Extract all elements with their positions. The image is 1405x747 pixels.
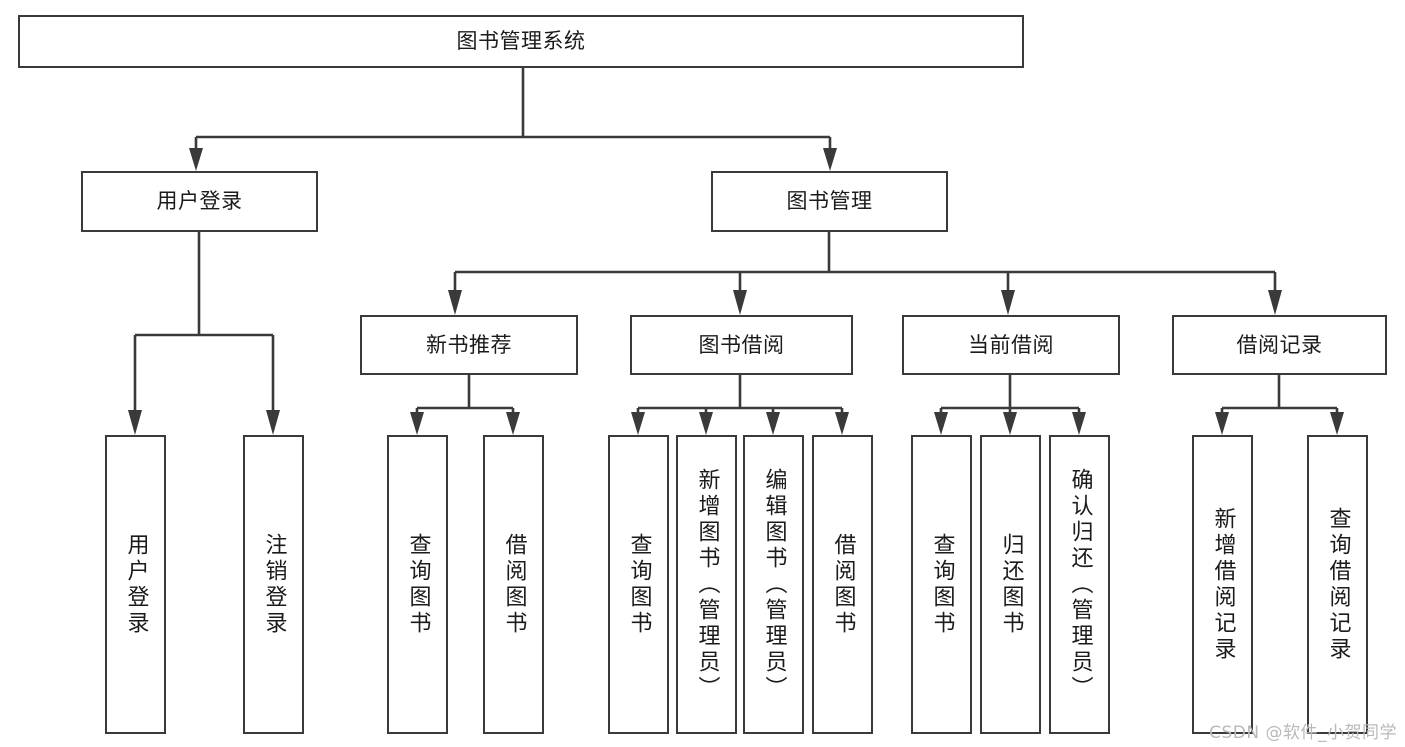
node-label: 编辑图书（管理员） <box>761 467 787 702</box>
arrow-bm-to-bookborrow <box>733 290 747 315</box>
node-leaf-return-book[interactable]: 归还图书 <box>980 435 1041 734</box>
node-current-borrow[interactable]: 当前借阅 <box>902 315 1120 375</box>
node-leaf-add-book[interactable]: 新增图书（管理员） <box>676 435 737 734</box>
node-leaf-borrow-book-2[interactable]: 借阅图书 <box>812 435 873 734</box>
node-leaf-query-book-1[interactable]: 查询图书 <box>387 435 448 734</box>
arrow-br-leaf-1 <box>1215 412 1229 435</box>
node-new-book-recommend[interactable]: 新书推荐 <box>360 315 578 375</box>
arrow-cb-leaf-2 <box>1003 412 1017 435</box>
arrow-root-to-userlogin <box>189 148 203 171</box>
node-leaf-edit-book[interactable]: 编辑图书（管理员） <box>743 435 804 734</box>
arrow-bm-to-borrowrecord <box>1268 290 1282 315</box>
node-borrow-record[interactable]: 借阅记录 <box>1172 315 1387 375</box>
arrow-root-to-bookmanage <box>823 148 837 171</box>
node-label: 查询图书 <box>405 532 431 637</box>
node-label: 查询借阅记录 <box>1325 506 1351 663</box>
arrow-bb-leaf-3 <box>766 412 780 435</box>
node-leaf-query-book-2[interactable]: 查询图书 <box>608 435 669 734</box>
node-label: 查询图书 <box>929 532 955 637</box>
arrow-cb-leaf-3 <box>1072 412 1086 435</box>
arrow-newbook-leaf-2 <box>506 412 520 435</box>
arrow-userlogin-leaf-2 <box>266 410 280 435</box>
node-book-manage[interactable]: 图书管理 <box>711 171 948 232</box>
arrow-newbook-leaf-1 <box>410 412 424 435</box>
node-leaf-query-book-3[interactable]: 查询图书 <box>911 435 972 734</box>
node-label: 新增图书（管理员） <box>694 467 720 702</box>
node-leaf-borrow-book-1[interactable]: 借阅图书 <box>483 435 544 734</box>
arrow-userlogin-leaf-1 <box>128 410 142 435</box>
node-label: 查询图书 <box>626 532 652 637</box>
node-label: 当前借阅 <box>968 332 1054 357</box>
arrow-bb-leaf-2 <box>699 412 713 435</box>
node-label: 图书管理 <box>786 189 873 214</box>
node-label: 图书借阅 <box>698 332 785 357</box>
node-label: 借阅图书 <box>830 532 856 637</box>
node-label: 借阅图书 <box>501 532 527 637</box>
arrow-br-leaf-2 <box>1330 412 1344 435</box>
node-label: 确认归还（管理员） <box>1067 467 1093 702</box>
node-leaf-query-record[interactable]: 查询借阅记录 <box>1307 435 1368 734</box>
node-label: 注销登录 <box>261 532 287 637</box>
node-label: 新增借阅记录 <box>1210 506 1236 663</box>
node-label: 用户登录 <box>123 532 149 637</box>
node-leaf-user-login[interactable]: 用户登录 <box>105 435 166 734</box>
arrow-cb-leaf-1 <box>934 412 948 435</box>
node-label: 图书管理系统 <box>456 29 586 54</box>
arrow-bm-to-currentborrow <box>1001 290 1015 315</box>
node-leaf-add-record[interactable]: 新增借阅记录 <box>1192 435 1253 734</box>
node-label: 新书推荐 <box>426 332 512 357</box>
node-leaf-confirm-return[interactable]: 确认归还（管理员） <box>1049 435 1110 734</box>
node-book-borrow[interactable]: 图书借阅 <box>630 315 853 375</box>
arrow-bm-to-newbook <box>448 290 462 315</box>
node-label: 借阅记录 <box>1236 332 1323 357</box>
arrow-bb-leaf-1 <box>631 412 645 435</box>
arrow-bb-leaf-4 <box>835 412 849 435</box>
node-label: 用户登录 <box>156 189 243 214</box>
node-root-library-system[interactable]: 图书管理系统 <box>18 15 1024 68</box>
node-user-login[interactable]: 用户登录 <box>81 171 318 232</box>
node-leaf-logout[interactable]: 注销登录 <box>243 435 304 734</box>
node-label: 归还图书 <box>998 532 1024 637</box>
